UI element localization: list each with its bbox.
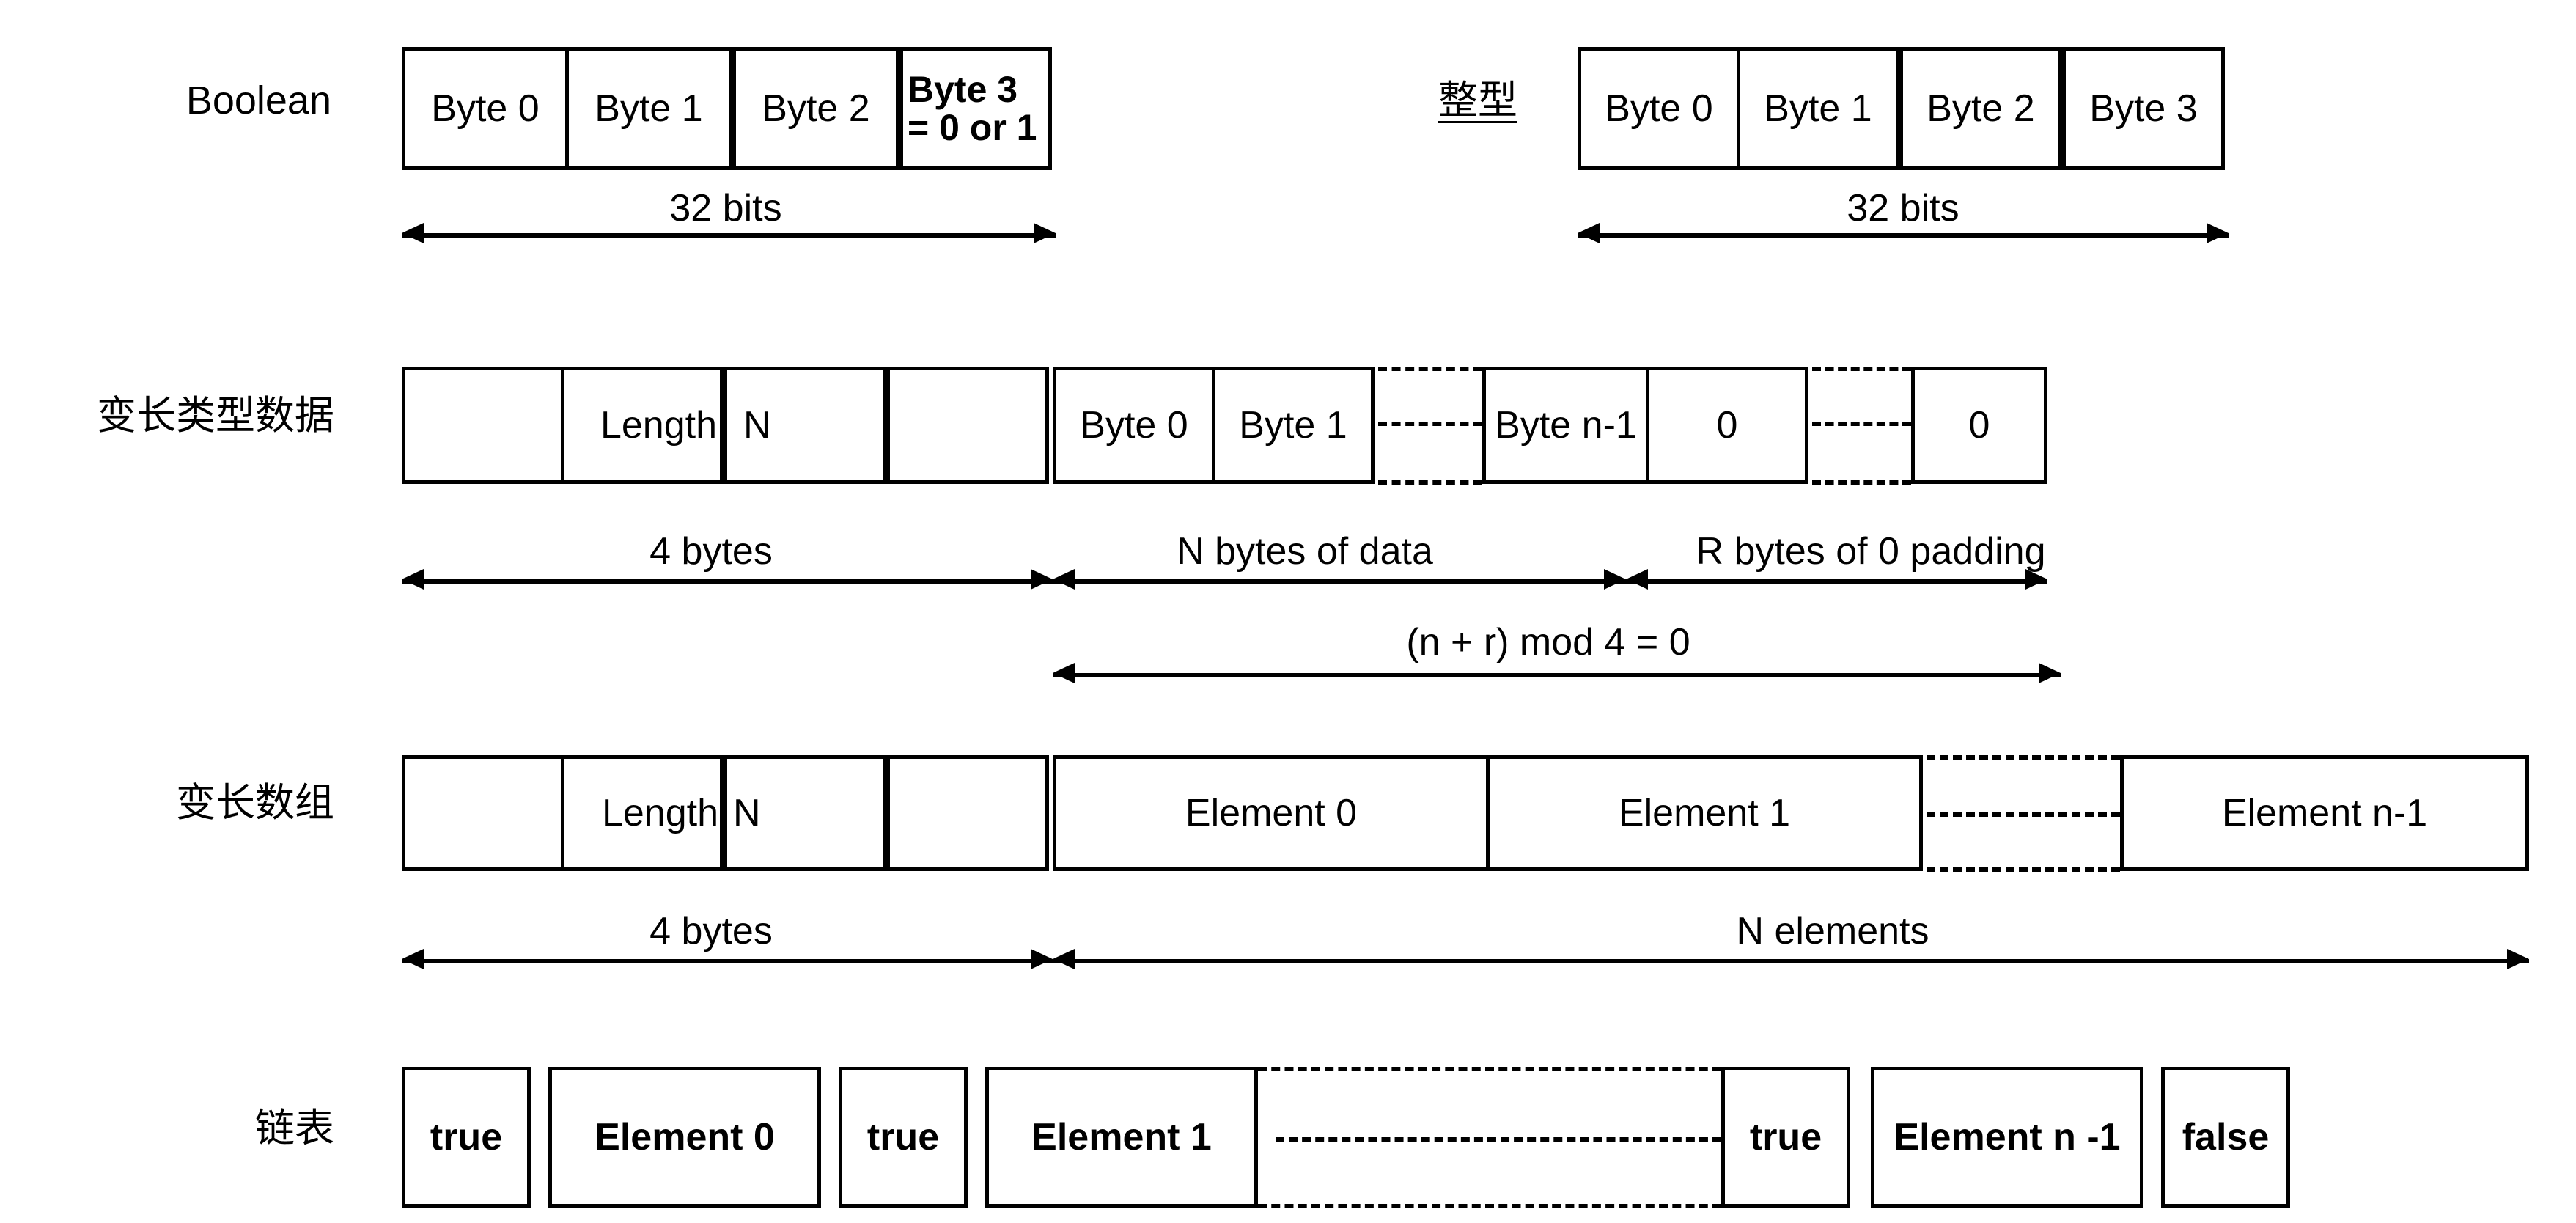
linked-list-flag-2-cell: true [1721, 1067, 1850, 1208]
varlen-data-padding-measure-label: R bytes of 0 padding [1696, 530, 2046, 573]
linked-list-gap-mid-dash [1276, 1137, 1721, 1142]
varlen-array-gap-top-dash [1927, 755, 2120, 760]
linked-list-terminator-cell: false [2161, 1067, 2290, 1208]
boolean-byte-3-cell: Byte 3 = 0 or 1 [899, 47, 1052, 170]
varlen-data-length-cell-0 [402, 367, 564, 484]
varlen-array-length-cell-0 [402, 755, 564, 871]
varlen-data-gap-1-bottom-dash [1378, 480, 1482, 485]
row-label-varlen-data: 变长类型数据 [97, 394, 334, 438]
varlen-data-length-cell-1: Length [561, 367, 724, 484]
varlen-array-length-cell-3 [886, 755, 1049, 871]
varlen-data-length-cell-2: N [724, 367, 886, 484]
integer-measure-label: 32 bits [1847, 187, 1959, 229]
boolean-byte-2-cell: Byte 2 [732, 47, 899, 170]
varlen-array-element-0-cell: Element 0 [1053, 755, 1490, 871]
row-label-boolean: Boolean [185, 78, 331, 122]
integer-byte-3-cell: Byte 3 [2062, 47, 2225, 170]
integer-byte-1-cell: Byte 1 [1737, 47, 1899, 170]
row-label-linked-list: 链表 [255, 1106, 334, 1150]
varlen-array-gap-mid-dash [1927, 812, 2120, 817]
varlen-data-gap-2-bottom-dash [1812, 480, 1911, 485]
varlen-data-total-measure-label: (n + r) mod 4 = 0 [1406, 621, 1690, 664]
varlen-data-byte-n-1-cell: Byte n-1 [1482, 367, 1649, 484]
varlen-data-length-cell-3 [886, 367, 1049, 484]
linked-list-element-0-cell: Element 0 [548, 1067, 821, 1208]
linked-list-element-n-1-cell: Element n -1 [1871, 1067, 2143, 1208]
varlen-array-header-measure-label: 4 bytes [649, 910, 773, 952]
varlen-data-gap-2-top-dash [1812, 367, 1911, 371]
varlen-data-pad-1-cell: 0 [1911, 367, 2047, 484]
varlen-array-gap-bottom-dash [1927, 867, 2120, 872]
varlen-data-byte-0-cell: Byte 0 [1053, 367, 1215, 484]
boolean-byte-3-line1: Byte 3 [908, 68, 1018, 110]
varlen-data-byte-1-cell: Byte 1 [1212, 367, 1375, 484]
varlen-array-length-cell-1: Length [561, 755, 724, 871]
row-label-integer: 整型 [1438, 78, 1517, 122]
boolean-byte-3-line2: = 0 or 1 [908, 107, 1037, 148]
varlen-array-element-1-cell: Element 1 [1486, 755, 1923, 871]
varlen-array-element-n-1-cell: Element n-1 [2120, 755, 2529, 871]
integer-byte-0-cell: Byte 0 [1578, 47, 1740, 170]
varlen-array-length-cell-2: N [724, 755, 886, 871]
varlen-data-gap-1-top-dash [1378, 367, 1482, 371]
linked-list-element-1-cell: Element 1 [985, 1067, 1258, 1208]
linked-list-flag-0-cell: true [402, 1067, 531, 1208]
boolean-byte-1-cell: Byte 1 [565, 47, 732, 170]
linked-list-gap-bottom-dash [1258, 1204, 1721, 1208]
varlen-data-gap-2-mid-dash [1812, 422, 1911, 426]
varlen-data-pad-0-cell: 0 [1646, 367, 1808, 484]
boolean-byte-0-cell: Byte 0 [402, 47, 569, 170]
linked-list-flag-1-cell: true [839, 1067, 968, 1208]
boolean-measure-label: 32 bits [669, 187, 782, 229]
varlen-array-elements-measure-label: N elements [1736, 910, 1929, 952]
row-label-varlen-array: 变长数组 [176, 781, 334, 825]
linked-list-gap-top-dash [1258, 1067, 1721, 1071]
varlen-data-data-measure-label: N bytes of data [1177, 530, 1433, 573]
varlen-data-gap-1-mid-dash [1378, 422, 1482, 426]
integer-byte-2-cell: Byte 2 [1899, 47, 2062, 170]
varlen-data-header-measure-label: 4 bytes [649, 530, 773, 573]
